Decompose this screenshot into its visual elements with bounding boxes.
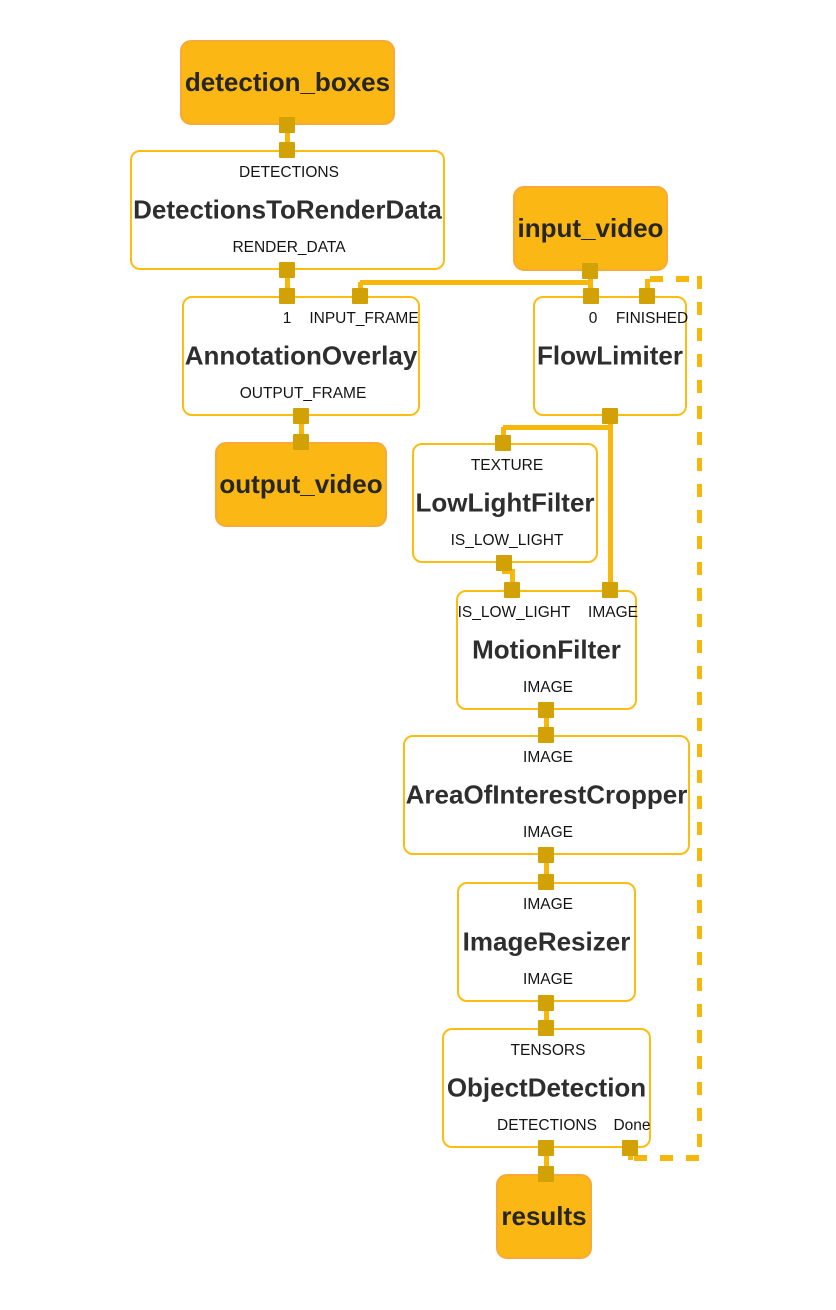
- input-port-label: 0: [588, 310, 598, 327]
- edge-flowlimiter-to-motionfilter-vertical: [607, 414, 613, 592]
- stream-node-input-video[interactable]: input_video: [513, 186, 668, 271]
- edge-renderdata-to-annotationoverlay: [284, 268, 290, 298]
- calculator-name: AnnotationOverlay: [184, 340, 418, 371]
- input-port-label: FINISHED: [615, 310, 689, 327]
- edge-imageresizer-to-objectdetection: [543, 1001, 549, 1030]
- port-input-video-out[interactable]: [582, 263, 598, 279]
- port-flowlimiter-out[interactable]: [602, 408, 618, 424]
- edge-feedback-dashed-vertical: [696, 276, 702, 1160]
- calculator-name: FlowLimiter: [537, 340, 683, 371]
- calculator-node-lowlightfilter[interactable]: TEXTURE LowLightFilter IS_LOW_LIGHT: [412, 443, 598, 563]
- port-objectdetection-detections[interactable]: [538, 1140, 554, 1156]
- port-imageresizer-image-out[interactable]: [538, 995, 554, 1011]
- edge-islowlight-jog-3: [509, 569, 515, 591]
- stream-node-output-video[interactable]: output_video: [215, 442, 387, 527]
- edge-detections-to-results: [543, 1146, 549, 1176]
- output-port-label: DETECTIONS: [497, 1116, 597, 1134]
- calculator-name: DetectionsToRenderData: [133, 194, 442, 225]
- input-port-label: TEXTURE: [470, 457, 544, 474]
- port-flowlimiter-finished[interactable]: [639, 288, 655, 304]
- input-port-label: IMAGE: [523, 749, 573, 766]
- port-objectdetection-done[interactable]: [622, 1140, 638, 1156]
- calculator-node-motionfilter[interactable]: IS_LOW_LIGHT IMAGE MotionFilter IMAGE: [456, 590, 638, 710]
- edge-flowlimiter-branch-horizontal: [503, 425, 612, 430]
- stream-label: results: [501, 1201, 587, 1231]
- output-port-label: RENDER_DATA: [232, 238, 346, 256]
- stream-label: output_video: [219, 469, 383, 499]
- stream-label: input_video: [517, 213, 664, 243]
- calculator-node-objectdetection[interactable]: TENSORS ObjectDetection DETECTIONS Done: [442, 1028, 651, 1148]
- calculator-name: MotionFilter: [472, 634, 621, 665]
- port-annotationoverlay-1[interactable]: [279, 288, 295, 304]
- port-detectionstorenderdata-detections[interactable]: [279, 142, 295, 158]
- edge-motionfilter-to-cropper: [543, 708, 549, 737]
- input-port-label: 1: [282, 310, 292, 327]
- port-cropper-image-in[interactable]: [538, 727, 554, 743]
- edge-feedback-dashed-top: [650, 276, 702, 282]
- stream-node-results[interactable]: results: [496, 1174, 592, 1259]
- port-detectionstorenderdata-renderdata[interactable]: [279, 262, 295, 278]
- port-imageresizer-image-in[interactable]: [538, 874, 554, 890]
- port-annotationoverlay-output-frame[interactable]: [293, 408, 309, 424]
- port-cropper-image-out[interactable]: [538, 847, 554, 863]
- port-annotationoverlay-input-frame[interactable]: [352, 288, 368, 304]
- input-port-label: TENSORS: [510, 1042, 586, 1059]
- port-results-in[interactable]: [538, 1166, 554, 1182]
- stream-node-detection-boxes[interactable]: detection_boxes: [180, 40, 395, 125]
- port-motionfilter-image-out[interactable]: [538, 702, 554, 718]
- port-motionfilter-image-in[interactable]: [602, 582, 618, 598]
- calculator-name: LowLightFilter: [415, 487, 595, 518]
- edge-islowlight-jog-2: [501, 569, 515, 574]
- input-port-label: DETECTIONS: [239, 164, 339, 181]
- port-lowlightfilter-is-low-light[interactable]: [496, 555, 512, 571]
- port-flowlimiter-0[interactable]: [583, 288, 599, 304]
- calculator-node-areaofinterestcropper[interactable]: IMAGE AreaOfInterestCropper IMAGE: [403, 735, 690, 855]
- output-port-label: OUTPUT_FRAME: [239, 384, 367, 402]
- input-port-label: IS_LOW_LIGHT: [457, 604, 571, 621]
- output-port-label: IMAGE: [523, 678, 573, 696]
- input-port-label: IMAGE: [588, 604, 638, 621]
- port-lowlightfilter-texture[interactable]: [495, 435, 511, 451]
- port-motionfilter-is-low-light[interactable]: [504, 582, 520, 598]
- output-port-label: IMAGE: [523, 823, 573, 841]
- edge-cropper-to-imageresizer: [543, 853, 549, 884]
- output-port-label: IS_LOW_LIGHT: [450, 531, 564, 549]
- input-port-label: IMAGE: [523, 896, 573, 913]
- port-output-video-in[interactable]: [293, 434, 309, 450]
- port-objectdetection-tensors[interactable]: [538, 1020, 554, 1036]
- edge-outputframe-to-output-video: [298, 414, 304, 444]
- input-port-label: INPUT_FRAME: [309, 310, 419, 327]
- edge-detection-boxes-to-detectionstorenderdata: [284, 125, 290, 152]
- calculator-node-annotationoverlay[interactable]: 1 INPUT_FRAME AnnotationOverlay OUTPUT_F…: [182, 296, 420, 416]
- output-port-label: Done: [613, 1116, 651, 1134]
- calculator-name: ImageResizer: [462, 926, 631, 957]
- calculator-name: ObjectDetection: [446, 1072, 647, 1103]
- calculator-node-imageresizer[interactable]: IMAGE ImageResizer IMAGE: [457, 882, 636, 1002]
- stream-label: detection_boxes: [184, 67, 391, 97]
- calculator-name: AreaOfInterestCropper: [405, 779, 688, 810]
- port-detection-boxes-out[interactable]: [279, 117, 295, 133]
- edge-input-video-branch-horizontal: [360, 280, 592, 285]
- calculator-node-flowlimiter[interactable]: 0 FINISHED FlowLimiter: [533, 296, 689, 416]
- output-port-label: IMAGE: [523, 970, 573, 988]
- calculator-node-detectionstorenderdata[interactable]: DETECTIONS DetectionsToRenderData RENDER…: [130, 150, 445, 270]
- edge-feedback-dashed-bottom: [634, 1155, 700, 1161]
